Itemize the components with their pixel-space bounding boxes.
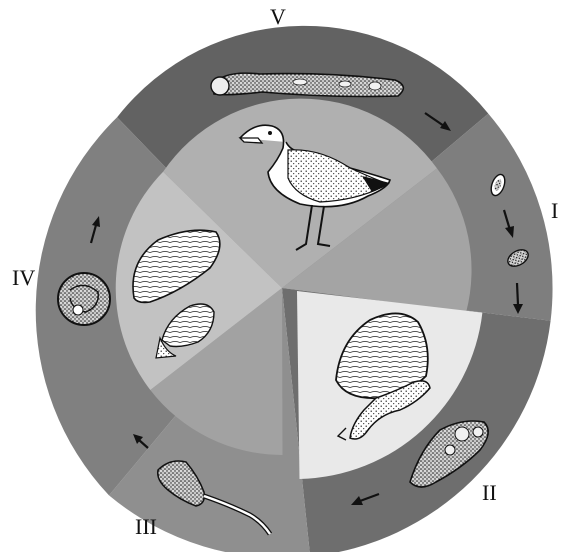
stage-label-iii: III [135,516,157,538]
stage-label-i: I [551,200,558,222]
stage-label-iv: IV [12,267,35,289]
stage-label-ii: II [482,482,497,504]
stage-label-v: V [270,6,286,28]
cyst-illustration [58,273,110,325]
